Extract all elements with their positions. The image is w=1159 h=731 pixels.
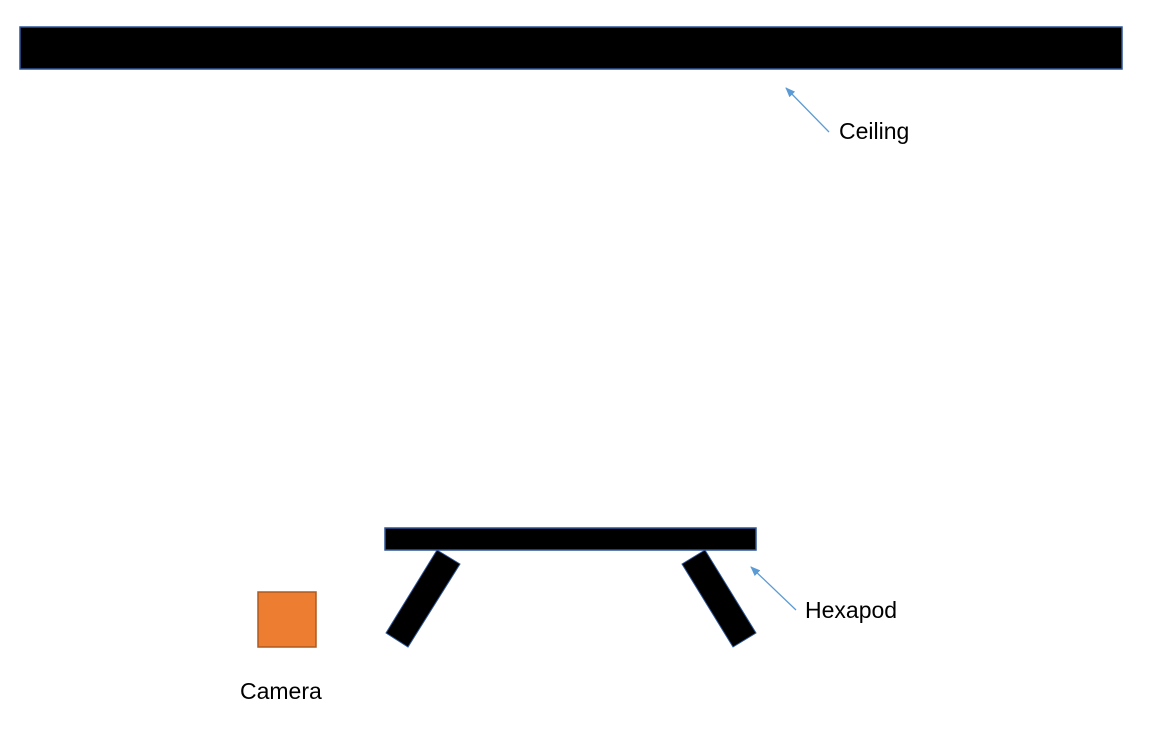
hexapod-right-leg bbox=[681, 549, 757, 648]
hexapod-left-leg bbox=[385, 549, 461, 648]
ceiling-label: Ceiling bbox=[839, 118, 910, 144]
hexapod-label: Hexapod bbox=[805, 597, 898, 623]
ceiling-arrow bbox=[785, 87, 830, 133]
ceiling-bar bbox=[19, 26, 1123, 70]
hexapod-platform bbox=[384, 527, 757, 551]
camera-box bbox=[257, 591, 317, 648]
camera-label: Camera bbox=[240, 678, 322, 704]
hexapod-arrow bbox=[750, 566, 797, 611]
